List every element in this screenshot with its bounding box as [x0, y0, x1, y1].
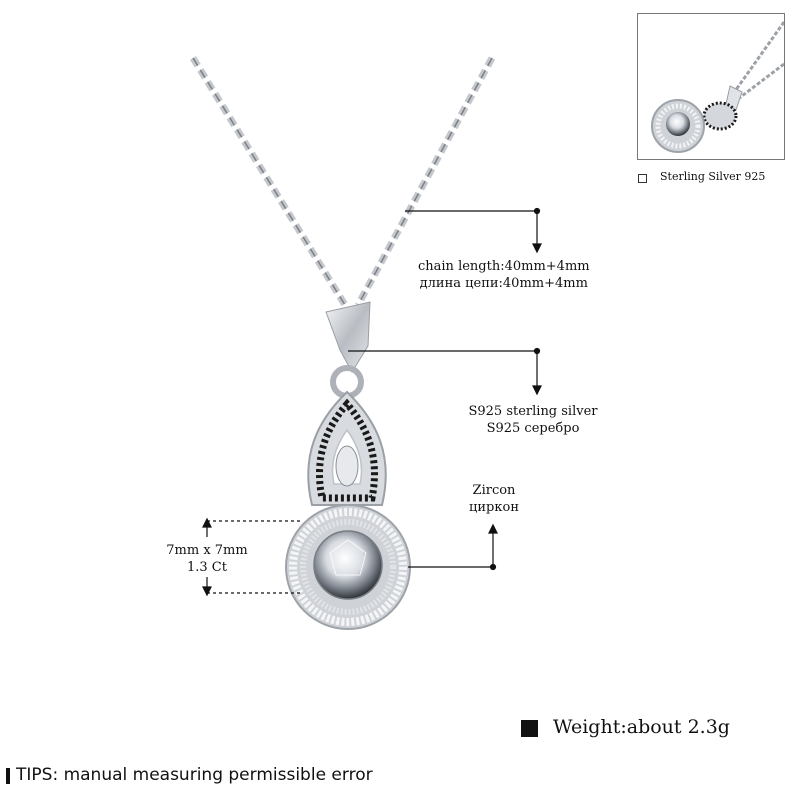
chain-length-en: chain length:40mm+4mm: [418, 259, 590, 274]
thumbnail-option-image[interactable]: [637, 13, 785, 160]
chain-left: [190, 56, 348, 307]
chain-length-ru: длина цепи:40mm+4mm: [419, 276, 588, 291]
pendant-round-halo: [285, 504, 411, 630]
pendant-upper-halo: [307, 390, 387, 506]
thumbnail-necklace-photo: [651, 21, 784, 153]
annotation-lines: [202, 207, 542, 597]
weight-label: Weight:about 2.3g: [553, 716, 730, 738]
material-en: S925 sterling silver: [468, 404, 598, 419]
chain-length-annotation: chain length:40mm+4mm длина цепи:40mm+4m…: [418, 258, 590, 292]
pendant-bail: [325, 301, 371, 399]
checkbox-icon[interactable]: [638, 174, 647, 183]
material-ru: S925 серебро: [486, 421, 580, 436]
tips-label: TIPS: manual measuring permissible error: [16, 765, 373, 785]
zircon-ru: циркон: [469, 500, 519, 515]
stone-size: 7mm x 7mm: [166, 543, 248, 558]
thumbnail-option-label: Sterling Silver 925: [660, 170, 766, 183]
zircon-annotation: Zircon циркон: [456, 482, 532, 516]
chain-right: [354, 56, 496, 307]
material-annotation: S925 sterling silver S925 серебро: [443, 403, 623, 437]
stone-size-annotation: 7mm x 7mm 1.3 Ct: [164, 542, 250, 576]
stone-carat: 1.3 Ct: [187, 560, 227, 575]
zircon-en: Zircon: [472, 483, 516, 498]
black-square-icon: [521, 720, 538, 737]
black-bar-icon: [6, 768, 10, 784]
